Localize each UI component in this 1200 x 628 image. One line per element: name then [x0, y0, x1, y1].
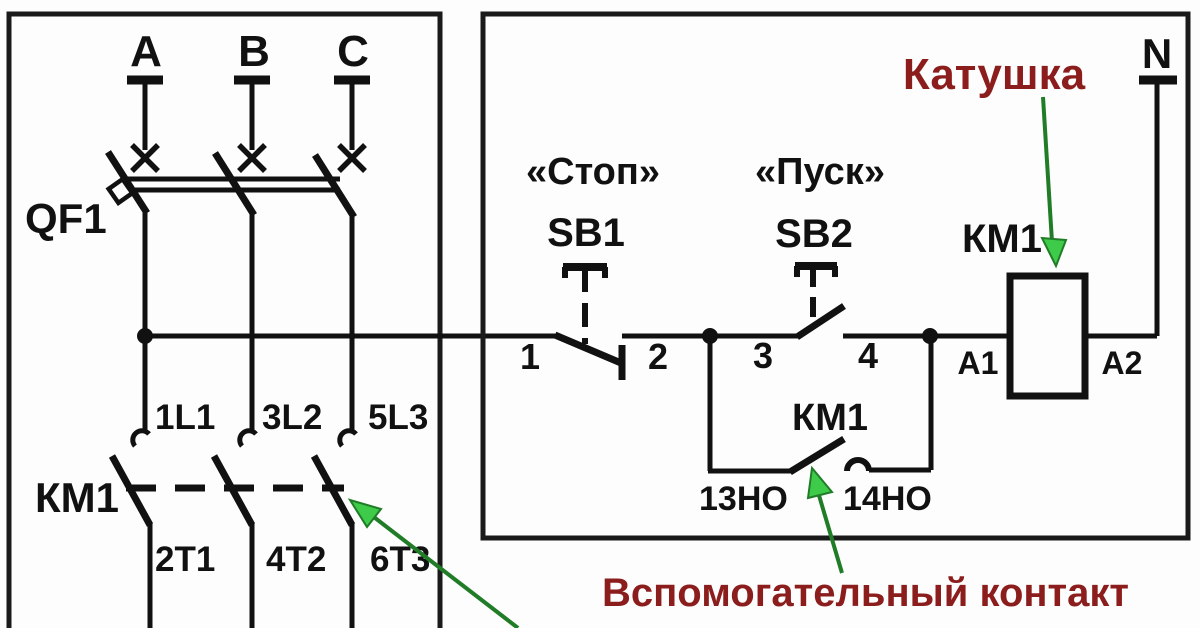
main-contacts-arrow-shaft: [364, 509, 520, 628]
terminal-1l1-label: 1L1: [155, 398, 215, 437]
coil-pointer-arrow: [1040, 96, 1068, 269]
power-circuit-box: A B C: [6, 11, 557, 628]
terminal-1-label: 1: [520, 336, 540, 377]
aux-note-text: Вспомогательный контакт: [602, 571, 1129, 615]
sb1-contact-blade: [553, 331, 623, 367]
phase-c-label: C: [337, 27, 369, 76]
km1-aux-label: КМ1: [792, 397, 868, 439]
terminal-4t2-label: 4T2: [266, 540, 326, 579]
coil-km1: КМ1 А1 А2: [930, 217, 1157, 400]
annotations: Катушка Вспомогательный контакт: [347, 50, 1129, 628]
terminal-3-label: 3: [753, 335, 773, 376]
control-circuit-box: «Стоп» SB1 1 2 «Пуск» SB2: [480, 11, 1191, 541]
coil-arrow-head-icon: [1040, 236, 1068, 269]
phase-a-input: [127, 75, 163, 173]
phase-c-input: [334, 75, 370, 173]
terminal-3l2-label: 3L2: [262, 398, 322, 437]
coil-note-text: Катушка: [903, 50, 1086, 99]
terminal-2-label: 2: [648, 336, 668, 377]
power-box-border: [6, 11, 443, 628]
terminal-14no-label: 14НО: [843, 480, 932, 518]
neutral-label: N: [1142, 30, 1172, 77]
km1-main-label: КМ1: [35, 474, 119, 521]
terminal-a2-label: А2: [1102, 345, 1143, 381]
phase-a-contact-x-icon: [130, 143, 160, 173]
terminal-4-label: 4: [858, 335, 878, 376]
aux-contact-km1: КМ1 13НО 14НО: [699, 336, 934, 518]
main-contacts-arrow-head-icon: [347, 498, 383, 529]
start-caption: «Пуск»: [755, 151, 885, 193]
phase-a-label: A: [130, 27, 162, 76]
km1-fixed-contact-hook-b: [237, 428, 258, 448]
km1-coil-label: КМ1: [962, 217, 1042, 261]
phase-b-input: [234, 75, 270, 173]
sb2-label: SB2: [775, 212, 853, 256]
km1-coil-symbol: [1006, 272, 1089, 400]
terminal-13no-label: 13НО: [699, 480, 788, 518]
qf1-blade-c: [312, 153, 357, 219]
phase-b-label: B: [238, 27, 270, 76]
qf1-latch-square-icon: [105, 176, 136, 206]
main-contacts-pointer-arrow: [347, 498, 520, 628]
circuit-breaker-qf1: QF1: [25, 150, 357, 242]
stop-button-sb1: «Стоп» SB1 1 2: [520, 151, 710, 380]
control-box-border: [480, 11, 1191, 541]
phase-b-contact-x-icon: [237, 143, 267, 173]
terminal-5l3-label: 5L3: [368, 398, 428, 437]
qf1-label: QF1: [25, 195, 107, 242]
terminal-a1-label: А1: [958, 345, 999, 381]
sb1-pushbutton-actuator-icon: [562, 263, 608, 344]
contactor-main-contacts-km1: КМ1 1L1 3L2 5L3 2T1 4T2 6T3: [35, 398, 430, 628]
sb2-pushbutton-actuator-icon: [794, 262, 838, 328]
terminal-6t3-label: 6T3: [370, 540, 430, 579]
neutral-terminal: N: [1139, 30, 1177, 336]
coil-arrow-shaft: [1041, 96, 1054, 243]
phase-c-contact-x-icon: [337, 143, 367, 173]
aux-arrow-shaft: [816, 491, 844, 574]
km1-aux-fixed-contact-bump: [844, 457, 872, 472]
start-button-sb2: «Пуск» SB2 3 4: [710, 151, 930, 376]
sb2-contact-blade: [795, 303, 846, 340]
km1-fixed-contact-hook-a: [130, 428, 151, 448]
km1-fixed-contact-hook-c: [337, 428, 358, 448]
stop-caption: «Стоп»: [526, 151, 660, 193]
aux-arrow-head-icon: [806, 465, 834, 500]
qf1-blade-b: [212, 151, 257, 217]
aux-contact-pointer-arrow: [806, 465, 844, 574]
terminal-2t1-label: 2T1: [155, 540, 215, 579]
sb1-label: SB1: [547, 211, 625, 255]
km1-aux-blade: [788, 436, 846, 475]
